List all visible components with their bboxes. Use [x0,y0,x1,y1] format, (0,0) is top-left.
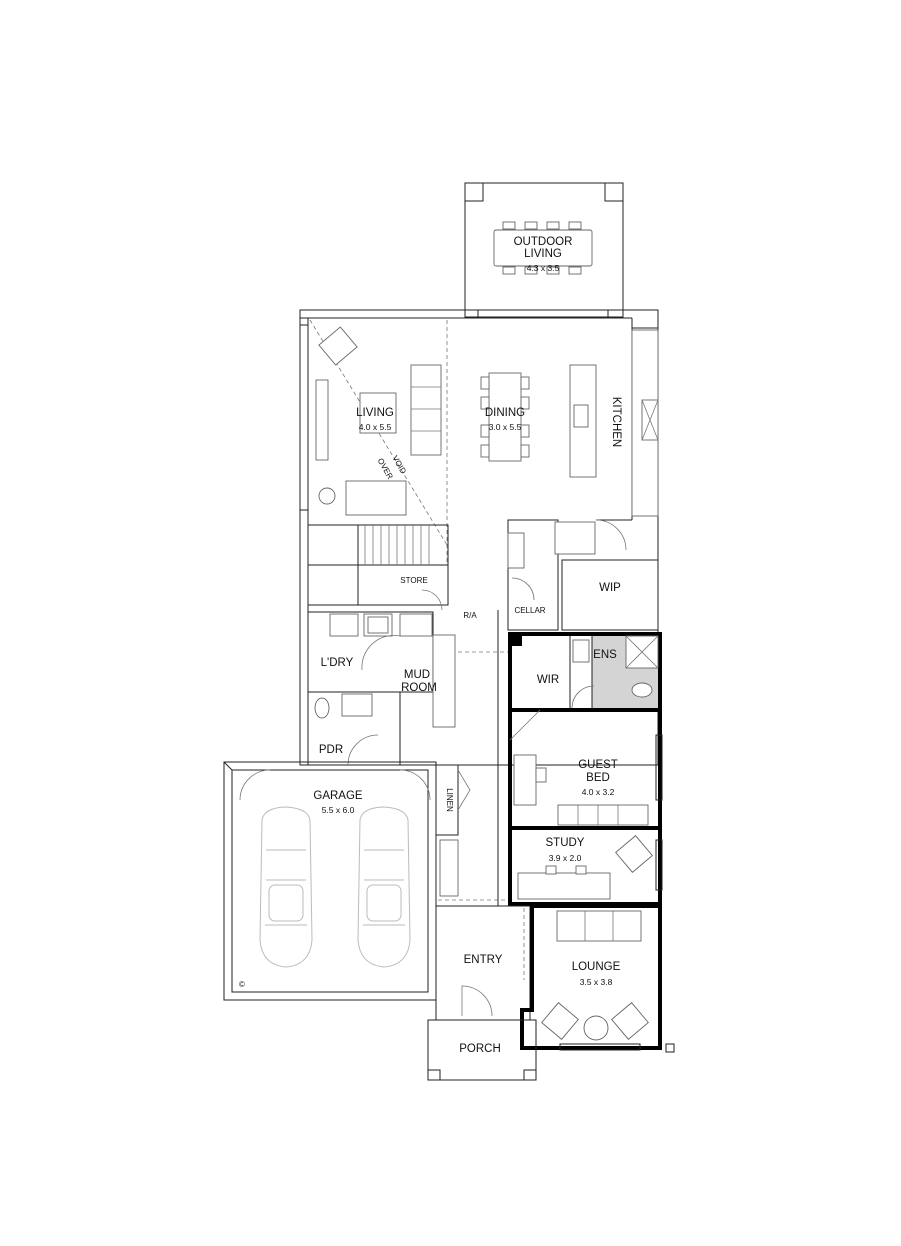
dining-room: DINING 3.0 x 5.5 [480,372,530,462]
mudroom-label-1: MUD [404,669,430,681]
study-size: 3.9 x 2.0 [549,853,582,863]
living-label: LIVING [356,407,394,419]
living-sofa [410,364,442,456]
garage-car-left [259,806,313,968]
lounge-armchair-right [611,1002,649,1040]
garage-car-right [357,806,411,968]
entry: ENTRY [435,899,531,1021]
study-armchair [615,835,653,873]
dining-label: DINING [485,407,525,419]
porch: PORCH [427,1019,537,1081]
ensuite-label: ENS [593,649,617,661]
study-label: STUDY [546,837,585,849]
laundry-label: L'DRY [321,657,354,669]
living-side-table [318,487,336,505]
outdoor-dining-table [493,221,593,275]
pdr-label: PDR [319,744,343,756]
copyright-symbol: © [239,980,245,989]
staircase: STORE R/A [307,524,477,620]
dining-size: 3.0 x 5.5 [489,422,522,432]
study: STUDY 3.9 x 2.0 [435,826,663,906]
mudroom-label-2: ROOM [401,682,437,694]
dining-table [488,372,522,462]
wir-label: WIR [537,674,559,686]
powder-room: PDR [307,691,401,766]
ra-label: R/A [463,611,477,620]
guest-bed-label-1: GUEST [578,759,618,771]
outdoor-living-label-1: OUTDOOR [514,236,573,248]
living-room: LIVING 4.0 x 5.5 VOID OVER [309,319,448,565]
outdoor-living-label-2: LIVING [524,248,562,260]
living-size: 4.0 x 5.5 [359,422,392,432]
porch-label: PORCH [459,1043,501,1055]
guest-bed-label-2: BED [586,772,610,784]
lounge-size: 3.5 x 3.8 [580,977,613,987]
store-label: STORE [400,576,427,585]
outdoor-living-size: 4.3 x 3.5 [527,263,560,273]
linen-label: LINEN [445,788,454,812]
linen-cupboard: LINEN [435,764,471,836]
kitchen-label: KITCHEN [610,397,622,447]
guest-bed-bed [557,804,649,826]
lounge-label: LOUNGE [572,961,621,973]
outdoor-living-area: OUTDOOR LIVING 4.3 x 3.5 [464,182,624,318]
ensuite-wir: ENS WIR [508,632,662,712]
laundry-mudroom: L'DRY MUD ROOM [307,611,508,728]
kitchen: KITCHEN [569,329,659,551]
guest-bedroom: GUEST BED 4.0 x 3.2 [508,708,663,830]
guest-bed-desk [513,754,537,806]
living-ottoman [345,480,407,516]
living-tv-unit [315,379,329,461]
cellar-label: CELLAR [514,606,545,615]
guest-bed-size: 4.0 x 3.2 [582,787,615,797]
garage: GARAGE 5.5 x 6.0 © [223,761,437,1001]
mudroom-bench [432,634,456,728]
living-armchair [318,326,358,366]
wip-label: WIP [599,582,621,594]
lounge: LOUNGE 3.5 x 3.8 [520,904,675,1053]
garage-size: 5.5 x 6.0 [322,805,355,815]
cellar-wip: CELLAR WIP [507,519,659,631]
garage-label: GARAGE [313,790,363,802]
entry-label: ENTRY [464,954,503,966]
lounge-side-table [583,1015,609,1041]
lounge-armchair-left [541,1002,579,1040]
study-desk [517,872,611,900]
lounge-sofa [556,910,642,942]
living-coffee-table [359,392,397,434]
